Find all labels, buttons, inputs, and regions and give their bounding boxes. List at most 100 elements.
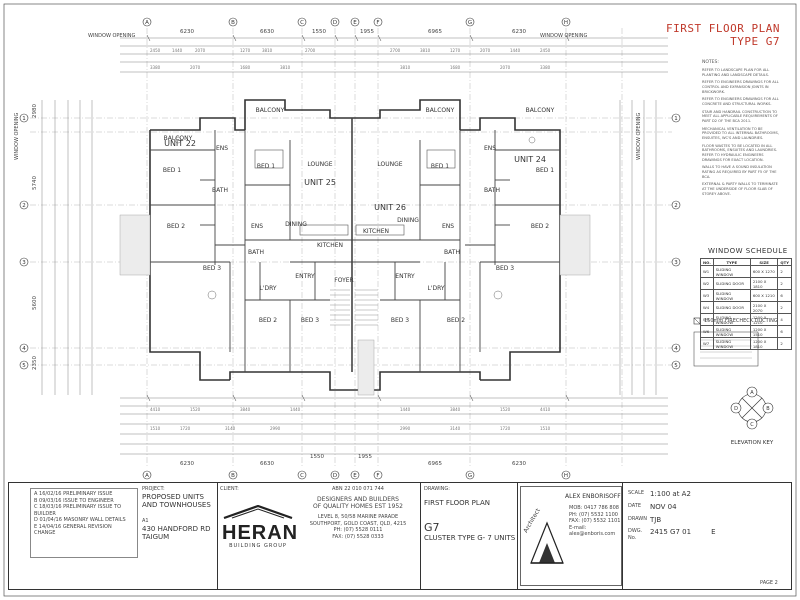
label-bath-25: BATH bbox=[248, 249, 264, 256]
svg-text:1270: 1270 bbox=[240, 48, 251, 53]
company-details: ABN 22 010 071 744 DESIGNERS AND BUILDER… bbox=[298, 486, 418, 540]
dim-top-3: 1550 bbox=[312, 29, 326, 35]
client-label: CLIENT: bbox=[220, 486, 239, 492]
ws-header-type: TYPE bbox=[712, 258, 751, 266]
grid-f-top: F bbox=[376, 20, 379, 26]
label-bed3-24: BED 3 bbox=[496, 265, 514, 272]
window-schedule-table: NO. TYPE SIZE QTY W1 SLIDING WINDOW 600 … bbox=[700, 258, 792, 350]
company-address1: LEVEL 8, 50/58 MARINE PARADE bbox=[317, 514, 399, 521]
svg-text:1720: 1720 bbox=[180, 426, 191, 431]
company-abn: ABN 22 010 071 744 bbox=[332, 486, 384, 492]
ws-cell: W2 bbox=[700, 277, 714, 290]
grid-b-bot: B bbox=[231, 473, 235, 479]
table-row: W6 SLIDING WINDOW 1200 X 1510 6 bbox=[700, 325, 792, 338]
elevation-key-b: B bbox=[766, 406, 770, 412]
svg-text:2070: 2070 bbox=[500, 65, 511, 70]
note-item: REFER TO LANDSCAPE PLAN FOR ALL PLANTING… bbox=[702, 67, 770, 77]
label-dining-25: DINING bbox=[285, 221, 307, 228]
grid-h-top: H bbox=[564, 20, 568, 26]
window-opening-label-vleft: WINDOW OPENING bbox=[14, 112, 20, 160]
label-ens-25: ENS bbox=[251, 223, 263, 230]
drawing-code: G7 bbox=[424, 521, 440, 535]
ws-cell: W1 bbox=[700, 265, 714, 278]
meta-drawn: DRAWN TJB bbox=[628, 515, 662, 524]
architect-phone: PH: (07) 5532 1100 bbox=[569, 511, 618, 518]
sheet-title-line1: FIRST FLOOR PLAN bbox=[666, 22, 780, 35]
meta-date: DATE NOV 04 bbox=[628, 502, 677, 511]
grid-a-top: A bbox=[145, 20, 149, 26]
dim-bot-3: 1550 bbox=[310, 454, 324, 460]
label-lounge-25: LOUNGE bbox=[307, 161, 332, 168]
ws-cell: W7 bbox=[700, 337, 714, 350]
ws-cell: 1200 X 1510 bbox=[749, 325, 779, 338]
grid-1-right: 1 bbox=[674, 116, 678, 122]
label-dining-26: DINING bbox=[397, 217, 419, 224]
label-bed3-22: BED 3 bbox=[203, 265, 221, 272]
label-ens-26: ENS bbox=[442, 223, 454, 230]
ws-cell: SLIDING WINDOW bbox=[712, 265, 751, 278]
note-item: WALLS TO HAVE A SOUND INSULATION RATING … bbox=[702, 165, 777, 179]
elevation-key-c: C bbox=[750, 422, 754, 428]
sheet-title-line2: TYPE G7 bbox=[730, 35, 780, 48]
revision-row: E 14/04/16 GENERAL REVISION CHANGE bbox=[34, 523, 112, 537]
label-unit-25: UNIT 25 bbox=[304, 178, 336, 187]
ws-header-size: SIZE bbox=[749, 258, 779, 266]
ws-cell: W6 bbox=[700, 325, 714, 338]
label-bed2-22: BED 2 bbox=[167, 223, 185, 230]
company-fax: FAX: (07) 5528 0333 bbox=[332, 533, 384, 540]
project-info: PROJECT: PROPOSED UNITS AND TOWNHOUSES A… bbox=[142, 486, 218, 542]
label-ldry-25: L'DRY bbox=[259, 285, 276, 292]
roof-logo-icon bbox=[223, 504, 293, 520]
elevation-key-d: D bbox=[734, 406, 738, 412]
label-balcony-26: BALCONY bbox=[426, 107, 455, 114]
svg-text:1680: 1680 bbox=[240, 65, 251, 70]
grid-5-left: 5 bbox=[22, 363, 26, 369]
dim-bot-4: 1955 bbox=[358, 454, 372, 460]
svg-text:2990: 2990 bbox=[400, 426, 411, 431]
label-balcony-24: BALCONY bbox=[526, 107, 555, 114]
svg-text:3810: 3810 bbox=[280, 65, 291, 70]
dim-bot-1: 6230 bbox=[180, 461, 194, 467]
svg-text:3840: 3840 bbox=[450, 407, 461, 412]
svg-text:1510: 1510 bbox=[150, 426, 161, 431]
svg-text:3140: 3140 bbox=[450, 426, 461, 431]
svg-text:2070: 2070 bbox=[195, 48, 206, 53]
svg-text:3380: 3380 bbox=[150, 65, 161, 70]
label-bath-24: BATH bbox=[484, 187, 500, 194]
label-bed2-25: BED 2 bbox=[259, 317, 277, 324]
svg-text:1440: 1440 bbox=[510, 48, 521, 53]
svg-text:4410: 4410 bbox=[540, 407, 551, 412]
label-bed2-24: BED 2 bbox=[531, 223, 549, 230]
svg-text:1720: 1720 bbox=[500, 426, 511, 431]
svg-text:3810: 3810 bbox=[420, 48, 431, 53]
window-opening-label-left: WINDOW OPENING bbox=[88, 33, 136, 39]
company-address2: SOUTHPORT, GOLD COAST, QLD, 4215 bbox=[309, 520, 407, 527]
label-entry-26: ENTRY bbox=[395, 273, 415, 280]
company-tagline2: OF QUALITY HOMES EST 1952 bbox=[312, 503, 403, 511]
label-bed1-22: BED 1 bbox=[163, 167, 181, 174]
svg-text:2450: 2450 bbox=[540, 48, 551, 53]
meta-revision: E bbox=[711, 528, 716, 537]
label-bed2-26: BED 2 bbox=[447, 317, 465, 324]
grid-c-top: C bbox=[300, 20, 304, 26]
svg-text:1270: 1270 bbox=[450, 48, 461, 53]
note-item: MECHANICAL VENTILATION TO BE PROVIDED TO… bbox=[702, 126, 779, 140]
table-row: W1 SLIDING WINDOW 600 X 1270 2 bbox=[700, 265, 792, 278]
top-grid-dims: 6230 6630 1550 1955 6965 6230 6230 6630 … bbox=[180, 29, 526, 467]
grid-1-left: 1 bbox=[22, 116, 26, 122]
label-unit-22: UNIT 22 bbox=[164, 139, 196, 148]
dim-bot-5: 6965 bbox=[428, 461, 442, 467]
svg-text:1520: 1520 bbox=[190, 407, 201, 412]
ws-cell: SLIDING WINDOW bbox=[712, 325, 751, 338]
svg-text:4410: 4410 bbox=[150, 407, 161, 412]
dim-left-1: 2980 bbox=[32, 104, 38, 118]
architect-email: E-mail: alex@enboris.com bbox=[569, 524, 616, 538]
svg-text:1520: 1520 bbox=[500, 407, 511, 412]
ws-header-qty: QTY bbox=[777, 258, 792, 266]
dim-bot-6: 6230 bbox=[512, 461, 526, 467]
notes-heading: NOTES: bbox=[702, 60, 719, 65]
dim-top-2: 6630 bbox=[260, 29, 274, 35]
svg-text:3140: 3140 bbox=[225, 426, 236, 431]
